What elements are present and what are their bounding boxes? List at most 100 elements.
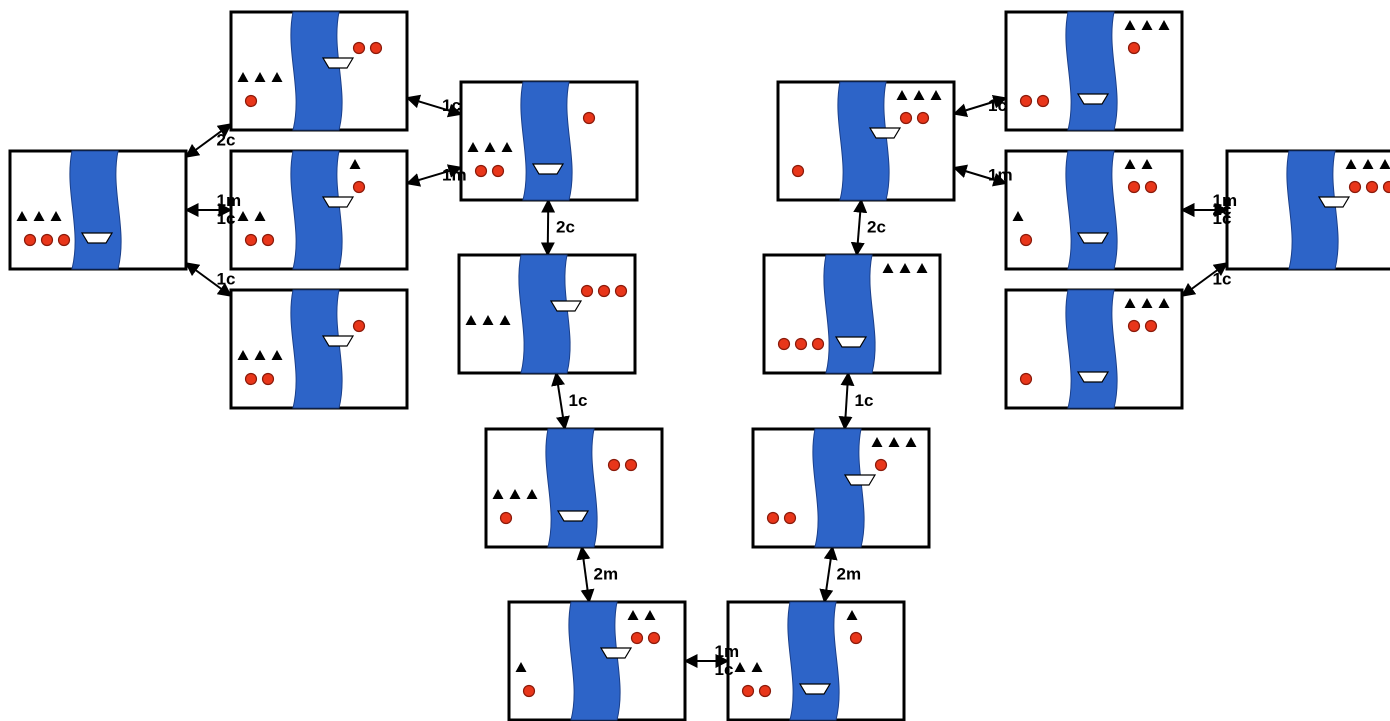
transition-label: 2m (837, 565, 862, 584)
missionary-marker (913, 90, 925, 100)
missionary-marker (751, 662, 763, 672)
missionary-marker (930, 90, 942, 100)
cannibal-marker (1019, 372, 1033, 386)
river-shape (520, 81, 573, 201)
state-panel (1004, 288, 1184, 410)
transition-label-line: 1m (442, 166, 467, 185)
transition-label: 1c (217, 270, 236, 289)
boat-icon (798, 683, 832, 695)
transition-arrow (952, 95, 1008, 117)
cannibal-marker (582, 111, 596, 125)
cannibal-marker (849, 631, 863, 645)
missionary-marker (499, 315, 511, 325)
state-panel (8, 149, 188, 271)
cannibal-marker (491, 164, 505, 178)
missionary-marker (1141, 298, 1153, 308)
state-panel (459, 80, 639, 202)
boat-icon (556, 510, 590, 522)
cannibal-marker (352, 319, 366, 333)
transition-label-line: 1c (715, 660, 734, 679)
missionary-marker (16, 211, 28, 221)
state-panel (762, 253, 942, 375)
transition-label: 2c (556, 218, 575, 237)
transition-label-line: 2c (1213, 200, 1232, 219)
river-shape (290, 11, 343, 131)
transition-arrow (850, 198, 868, 257)
boat-icon (1076, 371, 1110, 383)
cannibal-marker (794, 337, 808, 351)
edges-layer (184, 94, 1229, 668)
state-panel (1225, 149, 1390, 271)
boat-icon (1076, 93, 1110, 105)
river-shape (290, 150, 343, 270)
missionary-marker (1141, 20, 1153, 30)
missionary-marker (237, 211, 249, 221)
cannibal-marker (499, 511, 513, 525)
missionary-marker (509, 489, 521, 499)
transition-label: 1m (988, 166, 1013, 185)
missionary-marker (1124, 298, 1136, 308)
cannibal-marker (1036, 94, 1050, 108)
cannibal-marker (261, 233, 275, 247)
boat-icon (599, 647, 633, 659)
transition-label: 2m (594, 565, 619, 584)
transition-label-line: 2c (217, 131, 236, 150)
state-panel (484, 427, 664, 549)
missionary-marker (237, 350, 249, 360)
cannibal-marker (352, 180, 366, 194)
river-shape (518, 254, 571, 374)
cannibal-marker (1144, 319, 1158, 333)
boat-icon (531, 163, 565, 175)
missionary-marker (484, 142, 496, 152)
cannibal-marker (777, 337, 791, 351)
boat-icon (834, 336, 868, 348)
missionary-marker (871, 437, 883, 447)
boat-icon (321, 57, 355, 69)
cannibal-marker (1365, 180, 1379, 194)
transition-label-line: 2m (594, 565, 619, 584)
missionary-marker (1345, 159, 1357, 169)
missionary-marker (467, 142, 479, 152)
transition-label-line: 1c (988, 96, 1007, 115)
missionary-marker (465, 315, 477, 325)
transition-label-line: 1c (855, 391, 874, 410)
cannibal-marker (261, 372, 275, 386)
cannibal-marker (522, 684, 536, 698)
cannibal-marker (647, 631, 661, 645)
missionary-marker (526, 489, 538, 499)
transition-label: 2c (1213, 200, 1232, 219)
missionary-marker (254, 72, 266, 82)
missionary-marker (50, 211, 62, 221)
cannibal-marker (899, 111, 913, 125)
missionary-marker (916, 263, 928, 273)
state-panel (1004, 149, 1184, 271)
missionary-marker (905, 437, 917, 447)
river-shape (812, 428, 865, 548)
missionary-marker (1141, 159, 1153, 169)
transition-label-line: 2m (837, 565, 862, 584)
transition-label-line: 1m (715, 642, 740, 661)
transition-label: 1c (1213, 270, 1232, 289)
transition-label: 2c (867, 218, 886, 237)
transition-arrow (819, 545, 838, 604)
cannibal-marker (369, 41, 383, 55)
missionary-marker (482, 315, 494, 325)
panels-layer (8, 10, 1390, 721)
cannibal-marker (1144, 180, 1158, 194)
cannibal-marker (758, 684, 772, 698)
transition-label-line: 1c (1213, 209, 1232, 228)
cannibal-marker (580, 284, 594, 298)
missionary-marker (734, 662, 746, 672)
state-panel (229, 288, 409, 410)
boat-icon (1076, 232, 1110, 244)
cannibal-marker (1348, 180, 1362, 194)
cannibal-marker (244, 233, 258, 247)
boat-icon (321, 335, 355, 347)
cannibal-marker (766, 511, 780, 525)
cannibal-marker (597, 284, 611, 298)
cannibal-marker (630, 631, 644, 645)
missionary-marker (254, 350, 266, 360)
